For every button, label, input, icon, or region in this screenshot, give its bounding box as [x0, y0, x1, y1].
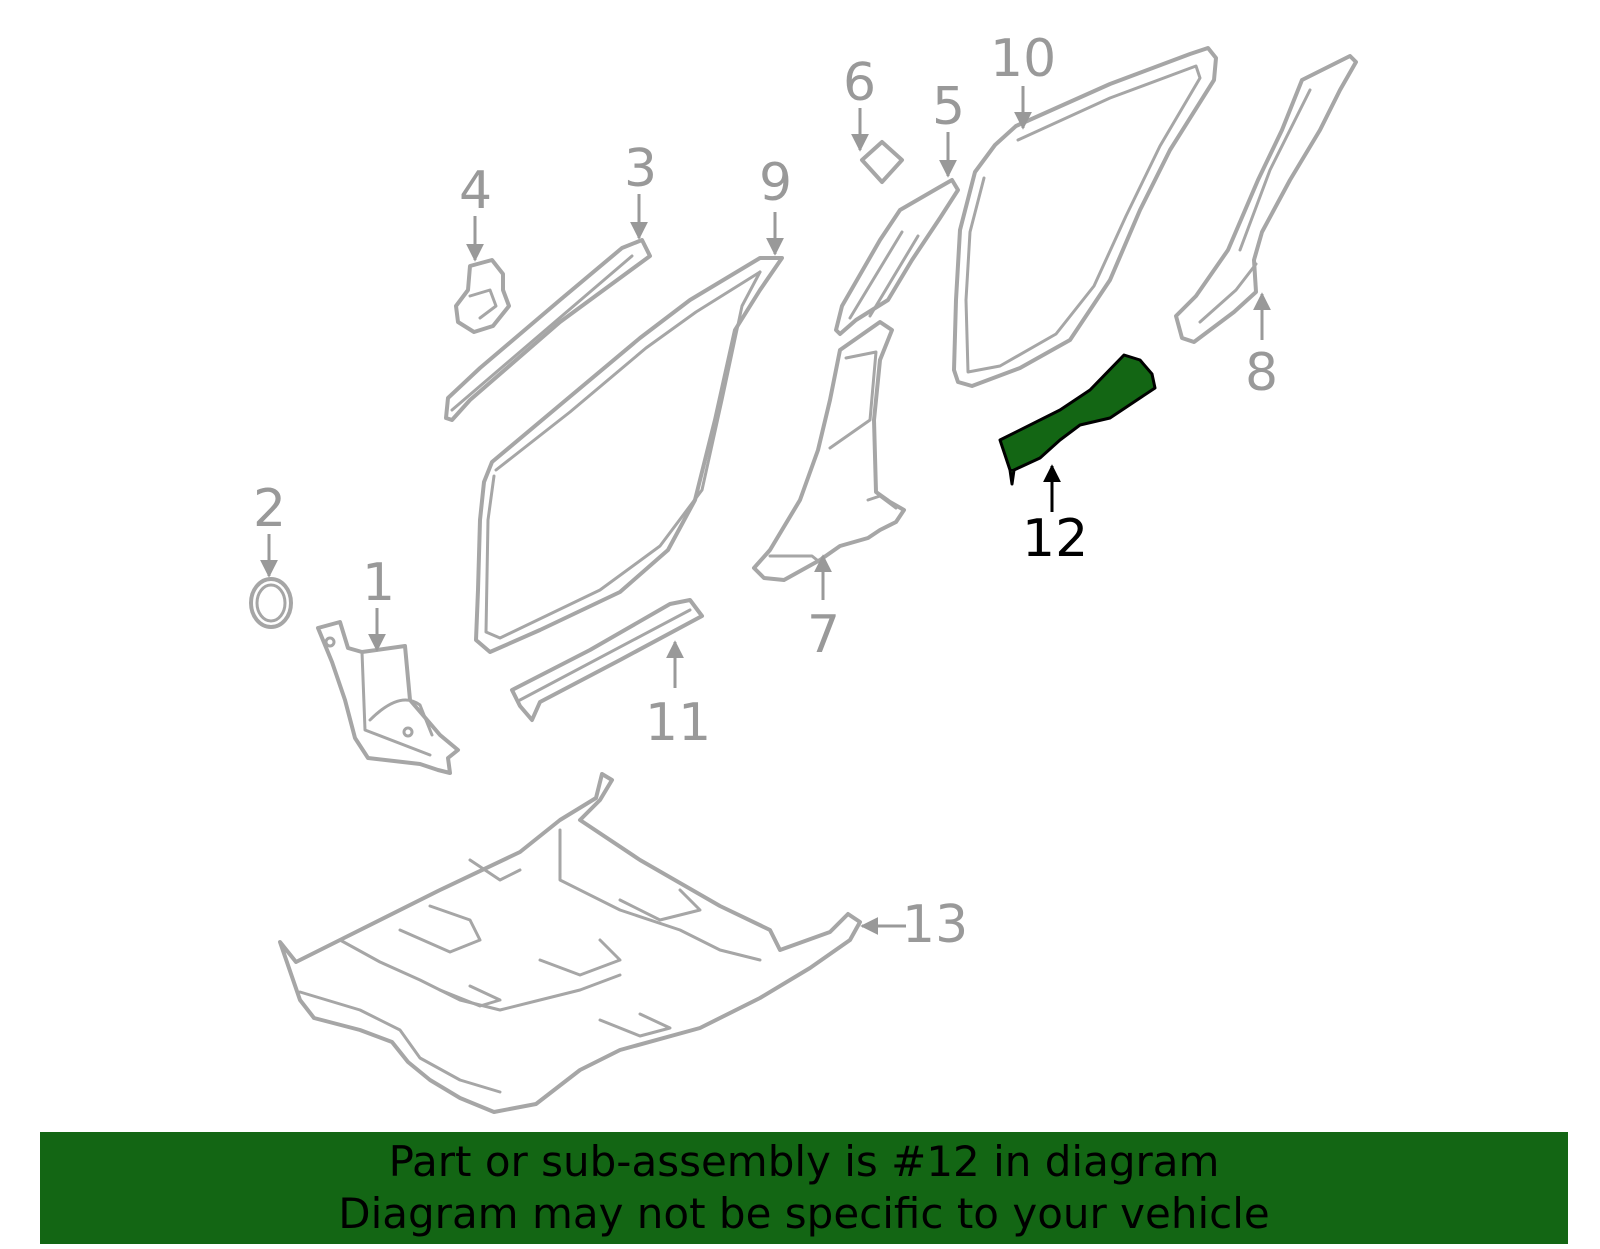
- callout-5: 5: [932, 77, 965, 137]
- callout-arrows: [260, 86, 1271, 935]
- callout-6: 6: [843, 53, 876, 113]
- callout-4: 4: [459, 161, 492, 221]
- callout-7: 7: [807, 605, 840, 665]
- part-12-rear-scuff-plate[interactable]: [998, 353, 1157, 486]
- part-4-clip[interactable]: [454, 258, 511, 334]
- part-10-rear-weatherstrip[interactable]: [952, 46, 1218, 388]
- part-1-kick-panel[interactable]: [316, 620, 460, 775]
- part-9-front-weatherstrip[interactable]: [474, 256, 784, 654]
- banner-line-1: Part or sub-assembly is #12 in diagram: [388, 1137, 1220, 1186]
- part-11-front-scuff-plate[interactable]: [510, 598, 704, 722]
- part-8-c-pillar[interactable]: [1174, 54, 1358, 344]
- callout-3: 3: [624, 139, 657, 199]
- banner-line-2: Diagram may not be specific to your vehi…: [338, 1189, 1270, 1238]
- callout-2: 2: [253, 479, 286, 539]
- part-7-lower-b-pillar[interactable]: [752, 320, 906, 582]
- callout-11: 11: [645, 693, 711, 753]
- callout-12: 12: [1022, 509, 1088, 569]
- info-banner: Part or sub-assembly is #12 in diagram D…: [40, 1132, 1568, 1244]
- callout-13: 13: [902, 895, 968, 955]
- callout-8: 8: [1245, 343, 1278, 403]
- callout-1: 1: [362, 553, 395, 613]
- part-13-floor-carpet[interactable]: [278, 772, 862, 1114]
- part-2-grommet[interactable]: [249, 577, 293, 629]
- callout-10: 10: [990, 29, 1056, 89]
- callout-9: 9: [759, 153, 792, 213]
- part-6-cover[interactable]: [860, 140, 904, 184]
- part-3-pillar-trim[interactable]: [444, 238, 652, 422]
- part-5-upper-b-pillar[interactable]: [834, 178, 960, 336]
